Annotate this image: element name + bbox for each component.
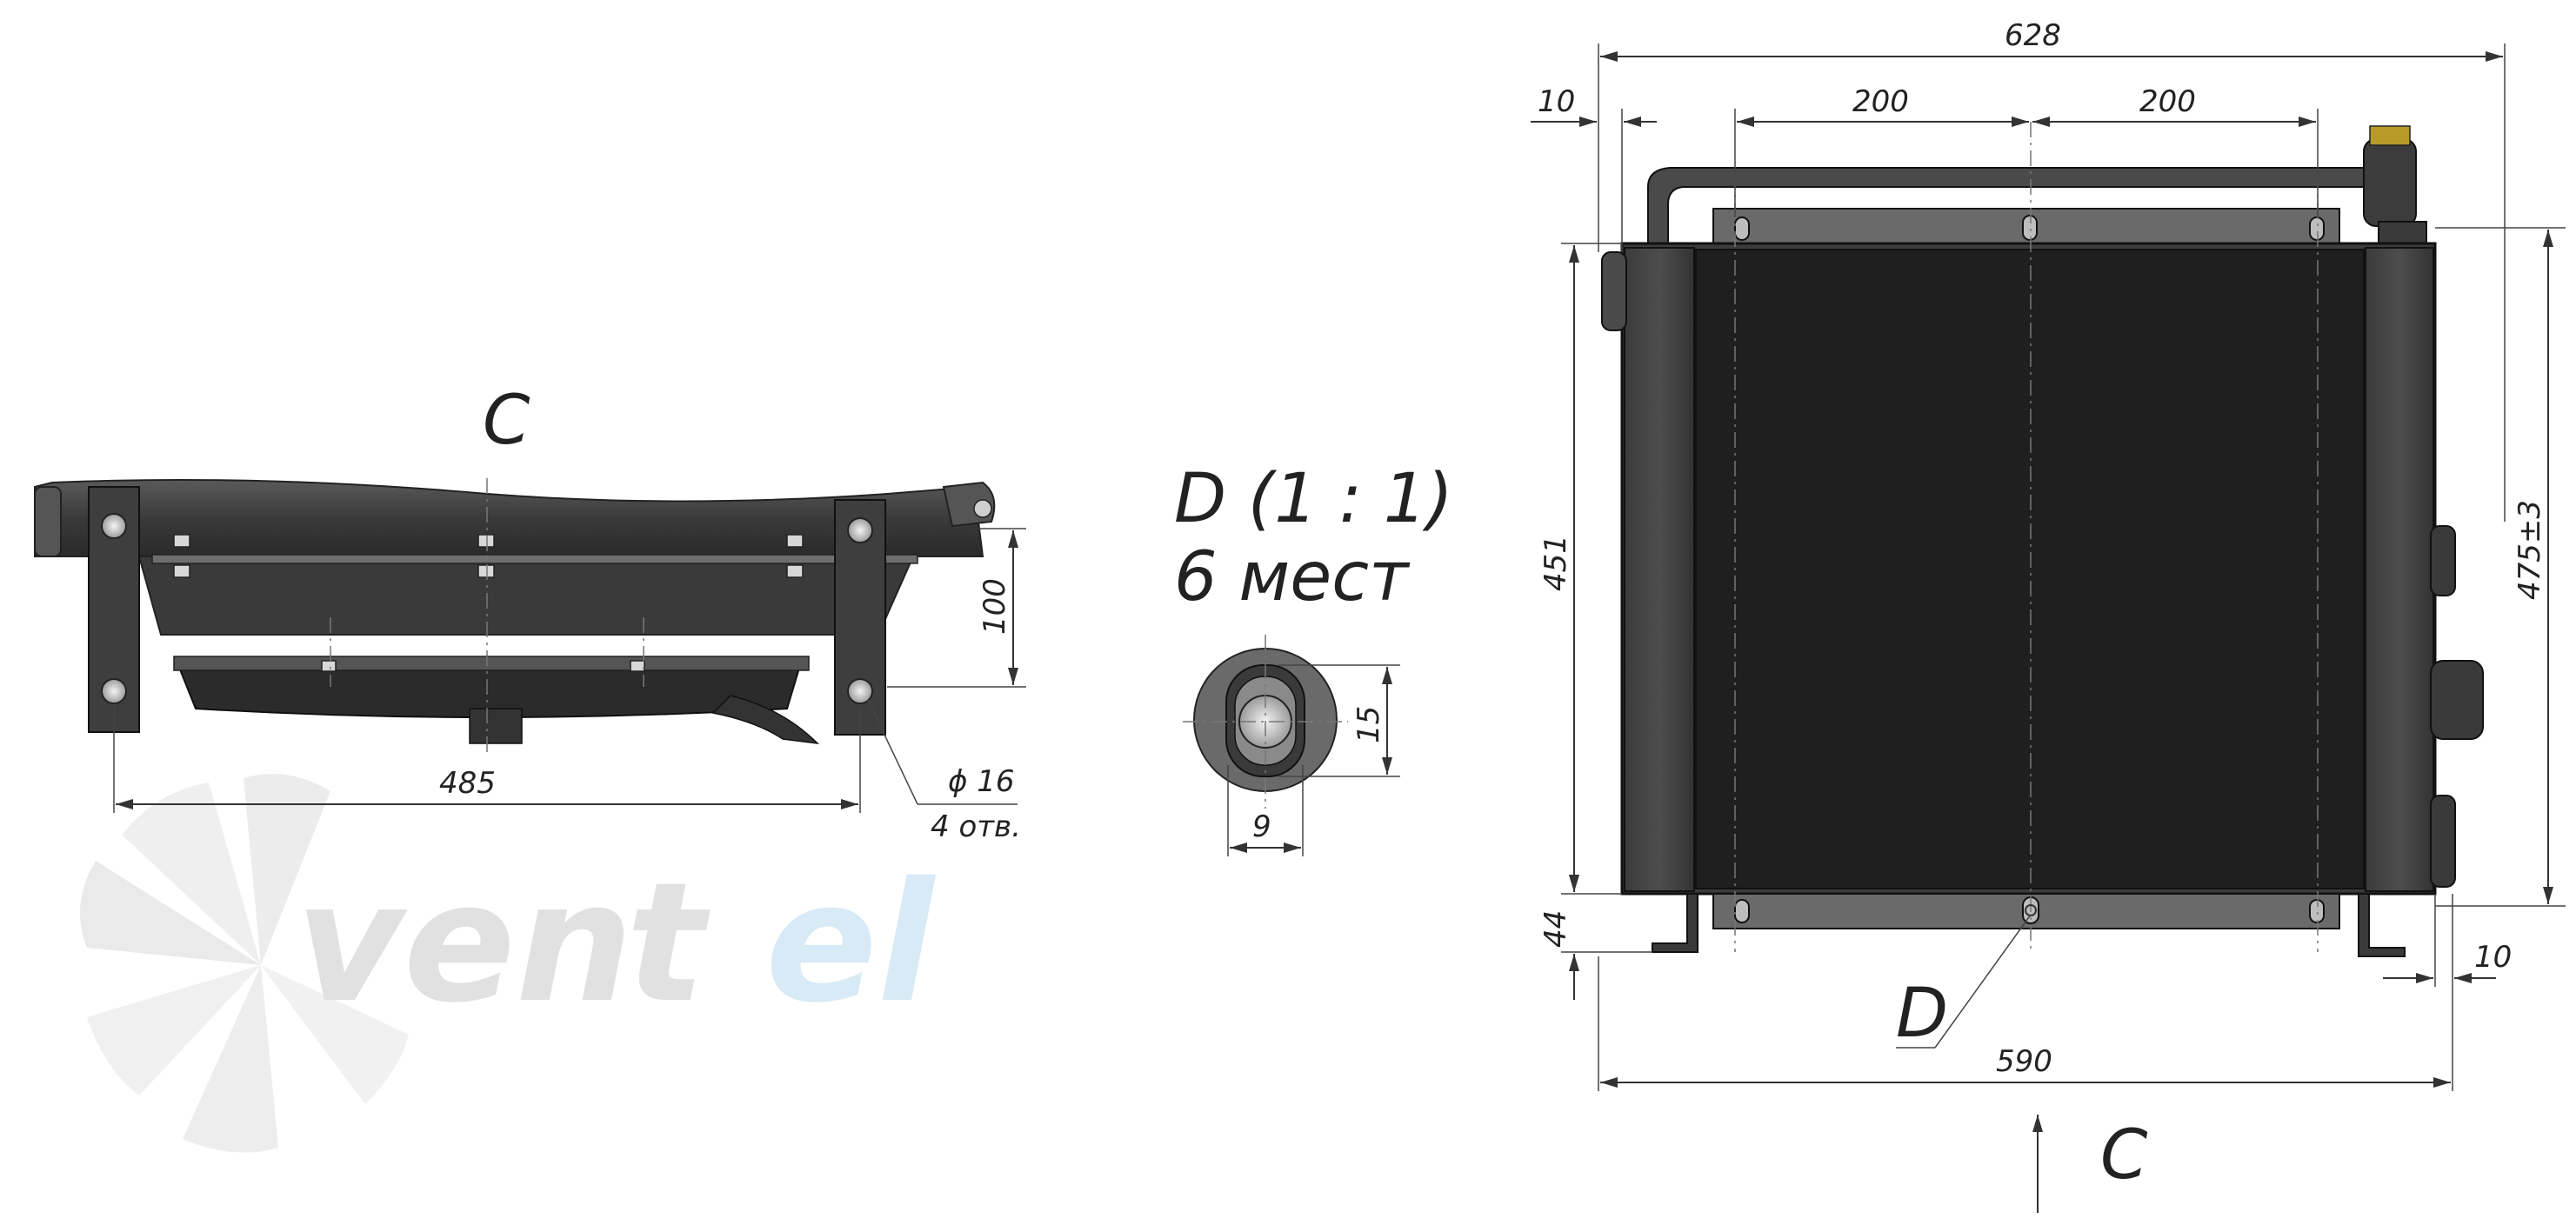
dim-pitch-1: 200: [1852, 84, 1909, 119]
side-fan-blade: [711, 695, 820, 745]
dim-base-width: 590: [1996, 1044, 2052, 1079]
side-rail: [151, 554, 918, 564]
dim-right-offset: 10: [2474, 940, 2512, 975]
bracket-hole: [847, 678, 873, 704]
detail-title: D (1 : 1): [1174, 460, 1453, 538]
front-left-connector: [1601, 251, 1627, 331]
dim-slot-width: 9: [1252, 809, 1271, 844]
front-side-panel-left: [1624, 247, 1695, 892]
front-right-connectors: [2430, 525, 2484, 888]
side-view: C 100: [34, 382, 1026, 844]
detail-view: D (1 : 1) 6 мест 15 9: [1174, 460, 1453, 856]
dim-pitch-2: 200: [2139, 84, 2196, 119]
watermark: ven t el: [80, 774, 937, 1153]
bracket-hole: [101, 678, 127, 704]
side-motor: [469, 708, 523, 744]
dim-side-width: 485: [439, 766, 496, 801]
bracket-hole: [847, 517, 873, 543]
side-fan-ring: [173, 656, 810, 671]
dim-slot-length: 15: [1351, 706, 1386, 743]
detail-subtitle: 6 мест: [1174, 538, 1411, 616]
front-foot-right: [2358, 893, 2406, 957]
front-foot-left: [1652, 893, 1698, 953]
watermark-text-grey: ven: [296, 847, 633, 1039]
side-nozzle-left: [34, 486, 62, 557]
detail-callout-label: D: [1896, 975, 1948, 1053]
dim-total-height: 475±3: [2513, 500, 2547, 600]
watermark-text-blue: el: [765, 847, 937, 1039]
dim-hole-diameter: ϕ 16: [948, 764, 1015, 799]
dim-bottom: 44: [1538, 910, 1573, 948]
dim-side-height: 100: [978, 578, 1012, 635]
dim-front-height: 451: [1538, 535, 1573, 591]
dim-hole-count: 4 отв.: [931, 809, 1021, 844]
dim-edge-offset: 10: [1538, 84, 1575, 119]
side-bolts: [173, 534, 804, 672]
front-view: 628 10 200 200 451 475±3 44 10: [1531, 18, 2566, 1213]
side-view-label: C: [483, 382, 531, 460]
fan-logo-icon: [80, 774, 409, 1153]
dim-overall-width: 628: [2005, 18, 2061, 53]
front-pipe-fitting: [2363, 138, 2417, 227]
front-core: [1695, 249, 2365, 889]
watermark-text-grey2: t: [626, 847, 711, 1039]
side-housing: [34, 478, 984, 557]
front-side-panel-right: [2365, 247, 2434, 892]
bracket-hole: [101, 513, 127, 539]
view-arrow-label: C: [2100, 1116, 2148, 1195]
